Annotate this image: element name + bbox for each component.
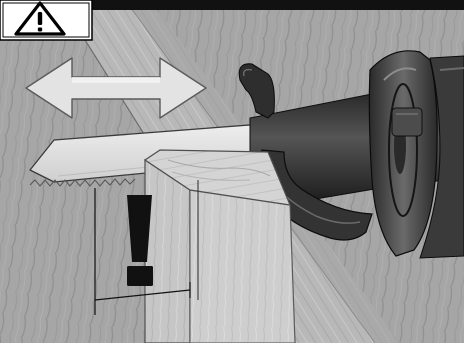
wooden-beam-icon [145, 150, 295, 343]
warning-triangle-icon [0, 0, 92, 40]
